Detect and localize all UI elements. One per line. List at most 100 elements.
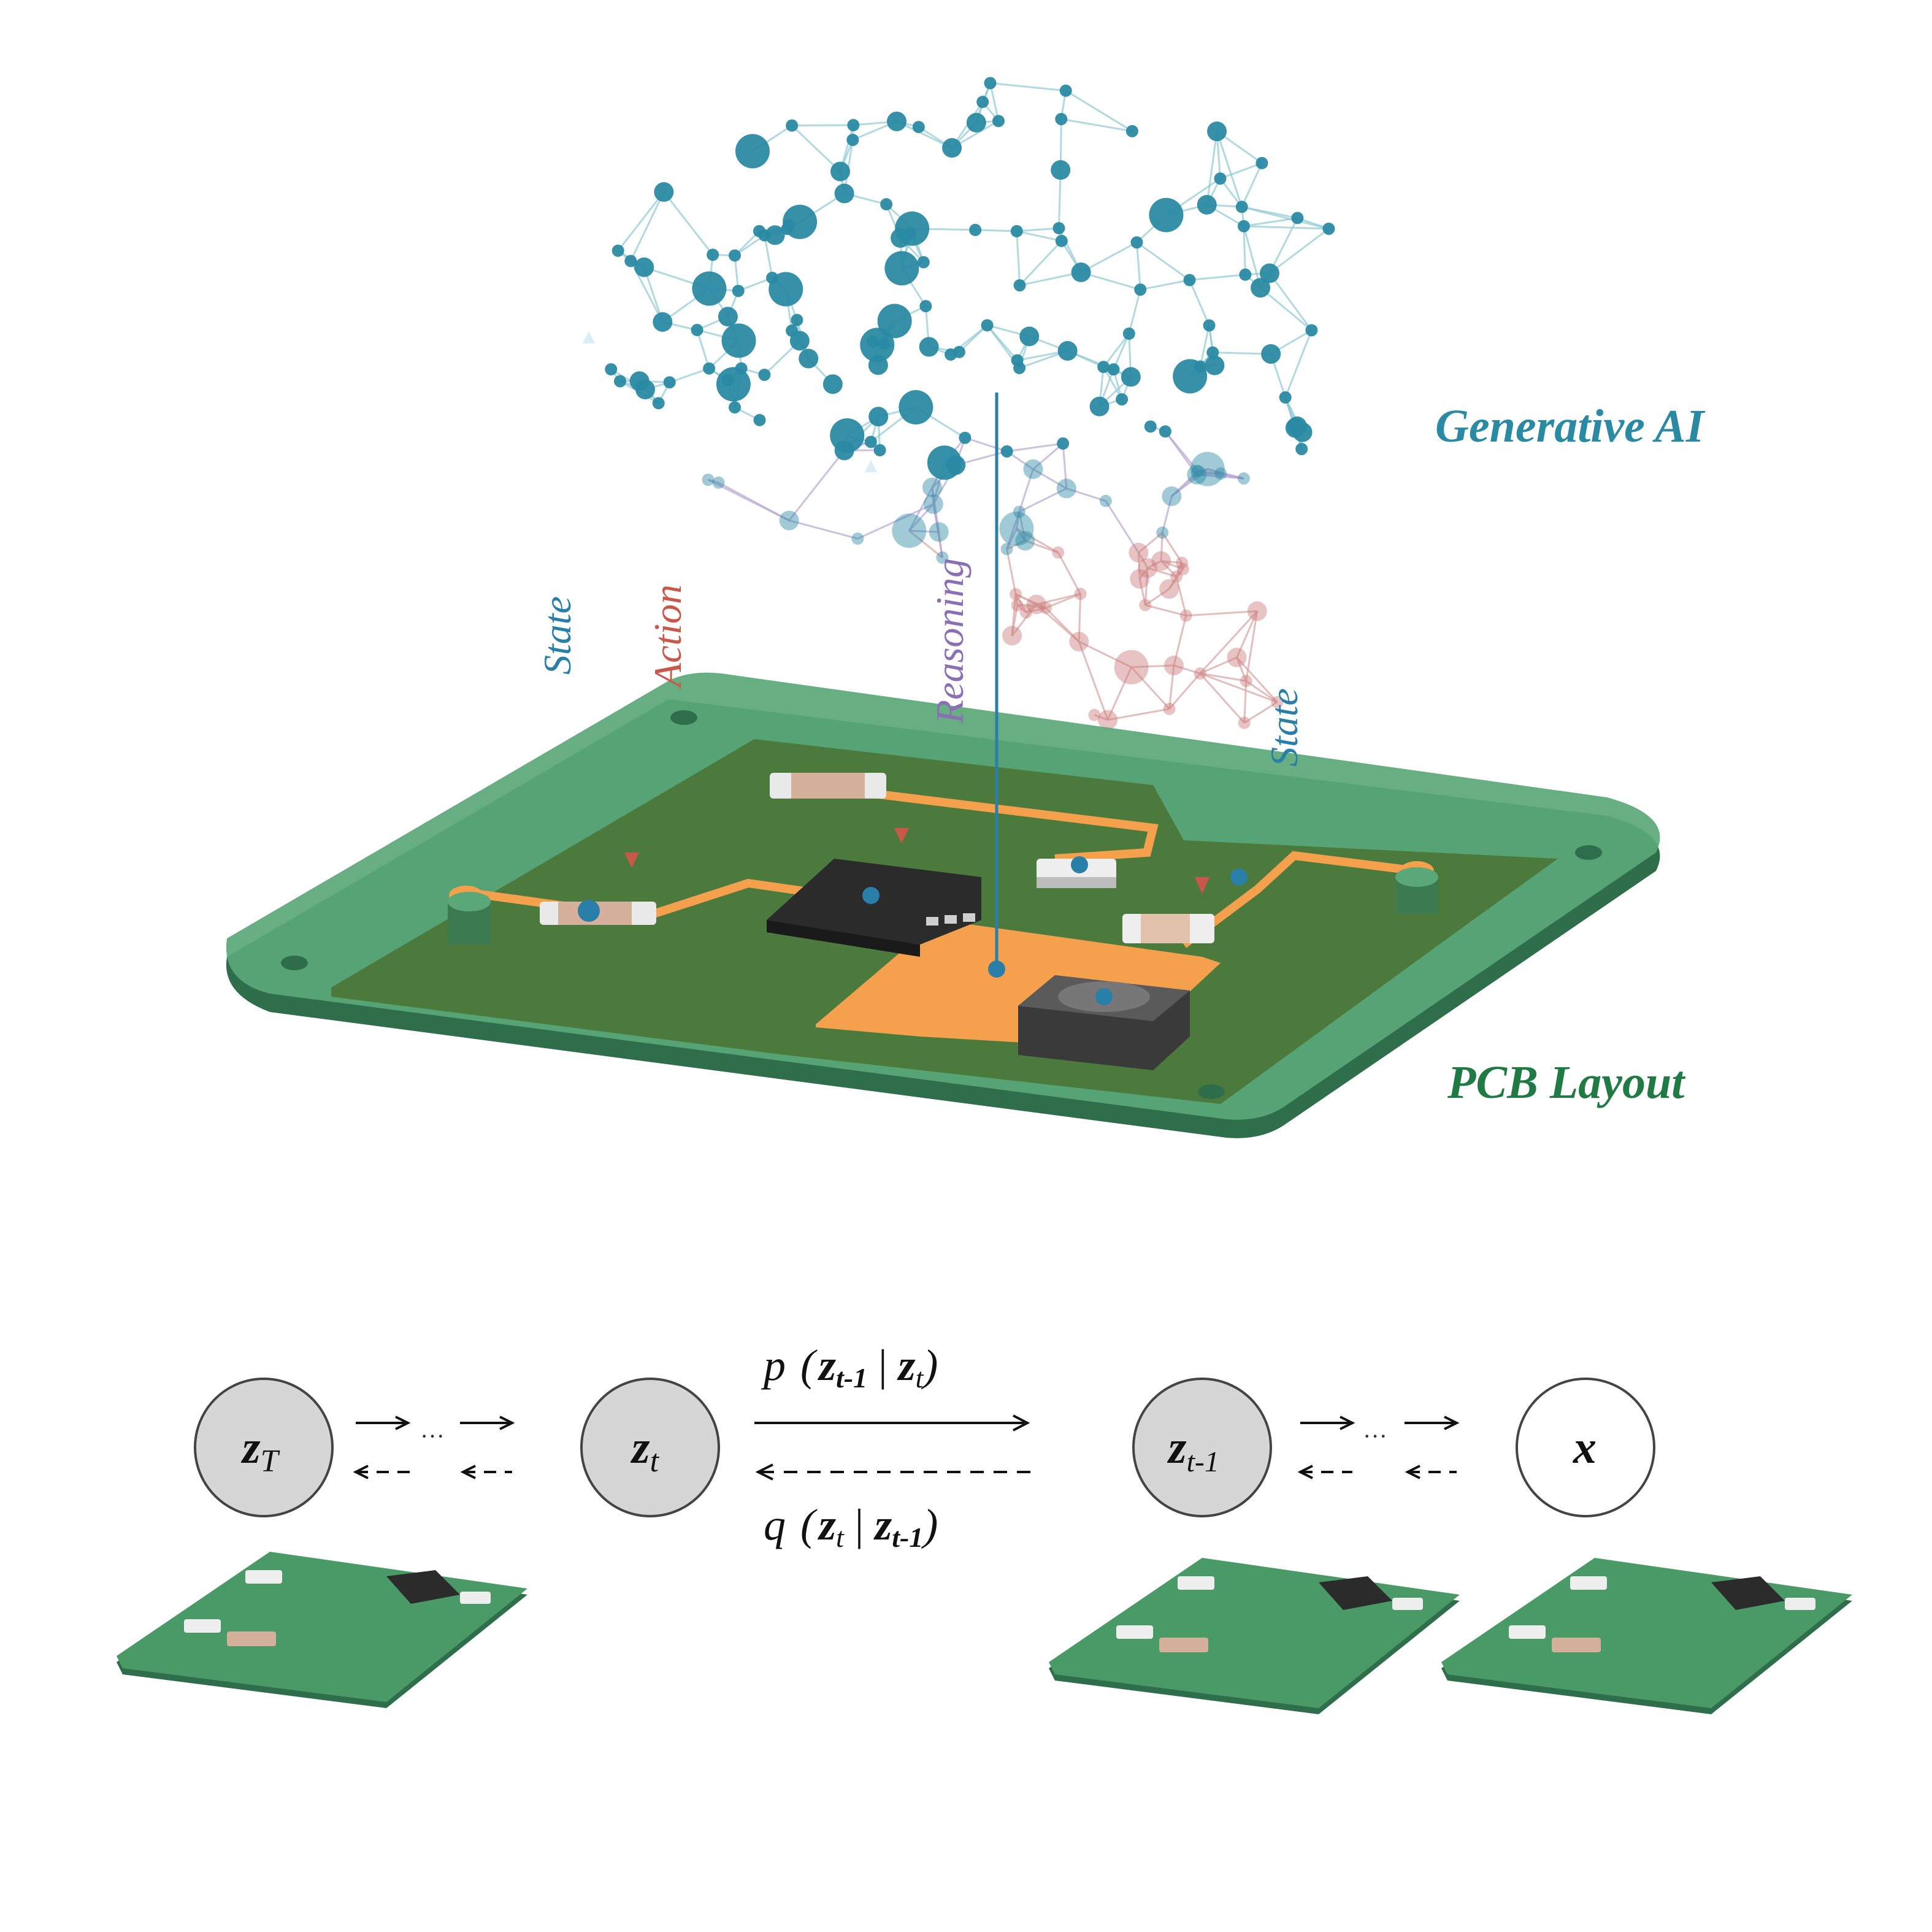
nn-node <box>1071 263 1091 283</box>
nn-node <box>917 256 930 269</box>
nn-node <box>830 161 851 182</box>
nn-node <box>923 494 943 514</box>
nn-node <box>1013 279 1026 292</box>
nn-node <box>613 375 626 388</box>
nn-node <box>779 510 799 531</box>
nn-edge <box>1016 528 1026 542</box>
nn-edge <box>989 83 1000 121</box>
nn-edge <box>1164 431 1198 475</box>
node-z-t: zt <box>580 1378 720 1517</box>
nn-node <box>936 551 949 564</box>
nn-node <box>1000 445 1013 458</box>
nn-node <box>1023 459 1043 479</box>
nn-edge <box>1017 604 1046 609</box>
nn-edge <box>908 503 934 532</box>
markov-chain: zT zt zt-1 x ··· p(zt-1|zt) <box>194 1341 1655 1553</box>
nn-edge <box>1161 532 1183 564</box>
nn-node <box>992 115 1005 128</box>
nn-node <box>822 374 843 394</box>
nn-node <box>1055 234 1068 247</box>
nn-edge <box>1138 578 1146 605</box>
nn-node <box>1251 278 1271 298</box>
arrows-zt-zt1 <box>754 1414 1030 1481</box>
nn-node <box>1130 236 1143 249</box>
nn-node <box>1114 650 1149 684</box>
nn-node <box>945 348 957 361</box>
nn-node <box>654 182 674 202</box>
nn-node <box>929 522 949 542</box>
nn-edge <box>990 82 1066 92</box>
nn-node <box>969 223 982 236</box>
nn-edge <box>1173 615 1187 666</box>
nn-node <box>999 512 1034 546</box>
nn-node <box>912 121 925 134</box>
nn-edge <box>1173 664 1201 675</box>
nn-node <box>735 362 748 375</box>
nn-edge <box>1135 242 1141 290</box>
nn-node <box>1197 194 1217 215</box>
nn-node <box>732 285 745 297</box>
trace-right <box>1181 851 1417 948</box>
nn-node <box>1238 716 1251 729</box>
nn-edge <box>1160 560 1178 578</box>
state-left-label: State <box>535 596 579 675</box>
nn-node <box>1089 396 1110 416</box>
nn-node <box>981 319 994 332</box>
forward-label: p(zt-1|zt) <box>761 1341 938 1393</box>
nn-node <box>1291 212 1304 224</box>
nn-node <box>692 271 727 306</box>
nn-node <box>1194 360 1206 373</box>
nn-node <box>1013 505 1025 518</box>
nn-node <box>729 249 742 262</box>
nn-node <box>1026 594 1046 615</box>
nn-edge <box>1006 442 1064 453</box>
nn-node <box>976 96 989 109</box>
nn-edge <box>1018 469 1034 512</box>
nn-edge <box>1216 131 1243 207</box>
nn-node <box>1170 570 1183 583</box>
nn-edge <box>896 120 953 149</box>
nn-edge <box>1168 665 1175 709</box>
nn-edge <box>1080 241 1138 274</box>
nn-node <box>1179 609 1192 622</box>
nn-node <box>868 407 889 427</box>
nn-edge <box>1200 656 1238 675</box>
nn-edge <box>1241 205 1298 219</box>
mount-hole-2 <box>1575 845 1602 860</box>
nn-edge <box>1243 226 1262 288</box>
trace-top <box>803 781 1159 863</box>
nn-edge <box>1147 560 1162 569</box>
nn-edge <box>1035 604 1080 643</box>
node-z-T: zT <box>194 1378 334 1517</box>
nn-edge <box>1062 443 1068 489</box>
mount-hole-4 <box>1198 1084 1225 1099</box>
nn-node <box>1287 416 1307 436</box>
nn-node <box>927 445 962 480</box>
nn-node <box>624 255 637 267</box>
nn-node <box>873 444 886 457</box>
nn-node <box>1279 391 1292 404</box>
nn-node <box>1011 354 1024 367</box>
nn-node <box>663 376 676 389</box>
nn-edge <box>1236 656 1278 703</box>
nn-node <box>1235 201 1248 213</box>
nn-node <box>1176 562 1189 575</box>
nn-edge <box>1014 594 1019 605</box>
nn-edge <box>1144 604 1187 617</box>
nn-node <box>1138 558 1158 578</box>
nn-node <box>1239 268 1252 281</box>
nn-edge <box>1189 274 1246 282</box>
nn-edge <box>1102 333 1130 368</box>
nn-node <box>1019 606 1032 619</box>
nn-node <box>884 251 919 286</box>
small-pcb-x <box>1441 1558 1852 1714</box>
nn-edge <box>1128 289 1141 334</box>
nn-node <box>799 348 819 369</box>
nn-node <box>899 390 933 425</box>
neural-network-nodes <box>605 77 1335 730</box>
nn-node <box>1240 675 1252 688</box>
nn-edge <box>1138 532 1163 554</box>
nn-node <box>1305 324 1318 337</box>
nn-node <box>703 362 716 375</box>
